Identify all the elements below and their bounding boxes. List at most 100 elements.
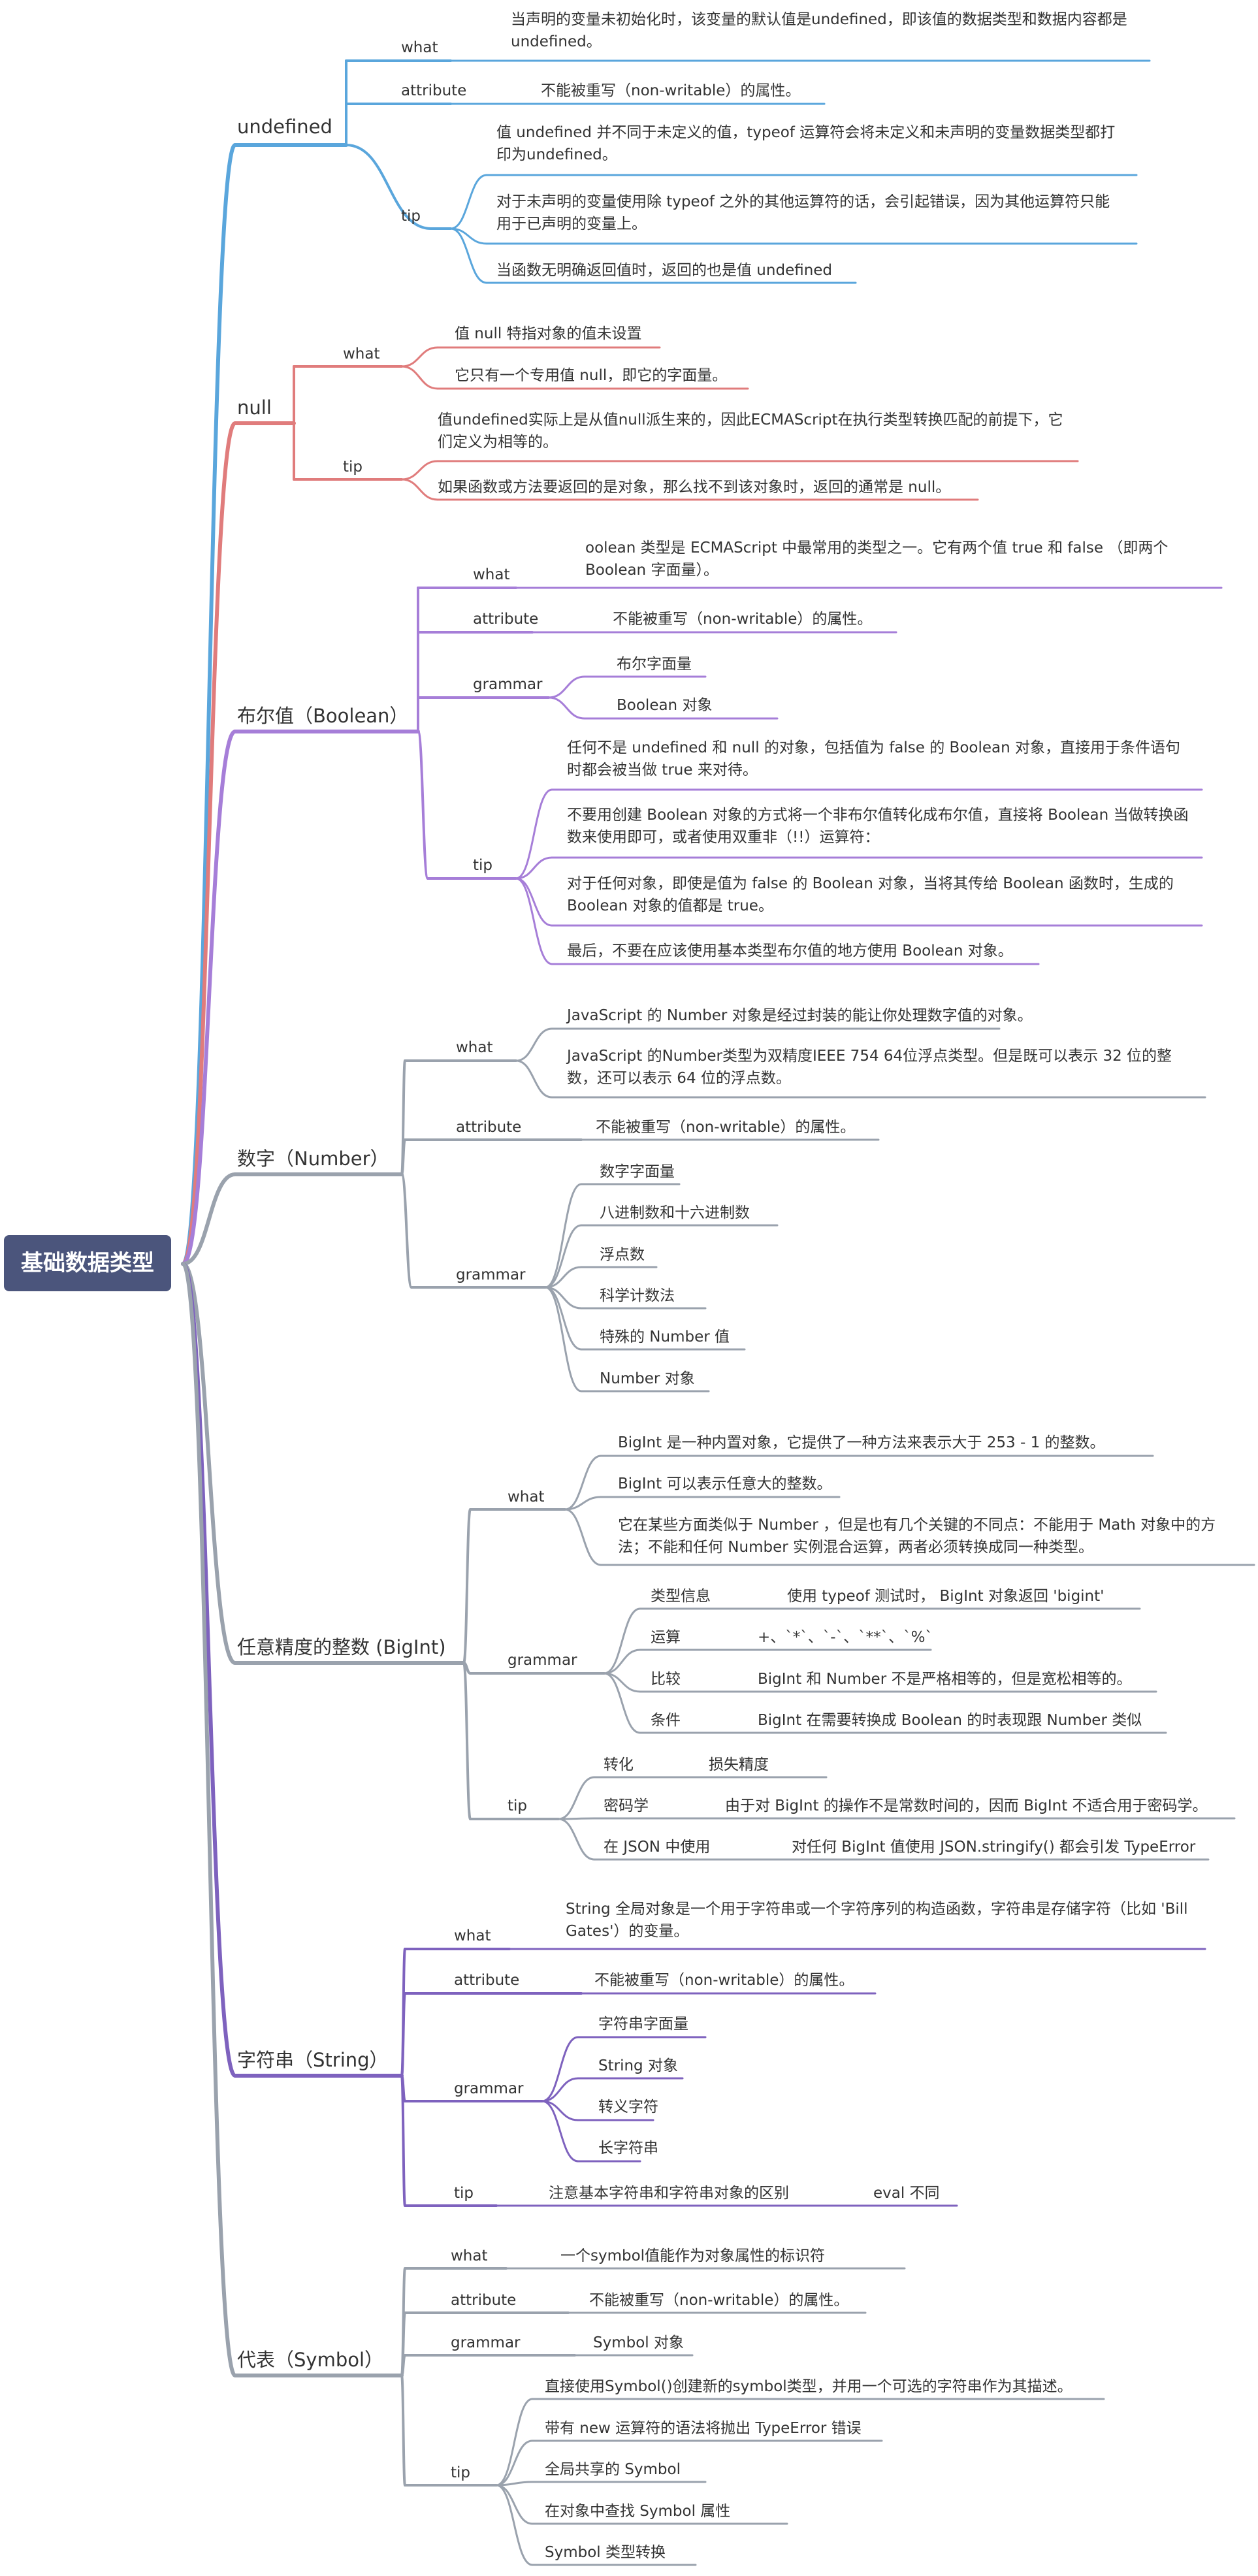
boolean-what-label[interactable]: what [473, 566, 510, 583]
string-attribute-text[interactable]: 不能被重写（non-writable）的属性。 [594, 1972, 854, 1989]
number-grammar-1[interactable]: 数字字面量 [600, 1163, 675, 1180]
bigint-tip-label[interactable]: tip [508, 1797, 528, 1814]
number-what-label[interactable]: what [456, 1039, 493, 1056]
symbol-what-text[interactable]: 一个symbol值能作为对象属性的标识符 [560, 2247, 826, 2264]
number-grammar-4[interactable]: 科学计数法 [600, 1287, 675, 1304]
bigint-grammar-label[interactable]: grammar [508, 1652, 577, 1669]
string-grammar-3[interactable]: 转义字符 [598, 2099, 658, 2116]
connector-boolean-leaf-3-1 [515, 856, 553, 880]
connector-string-leaf-2-0 [541, 2036, 579, 2102]
undefined-tip-label[interactable]: tip [401, 208, 421, 225]
bigint-what-3[interactable]: 它在某些方面类似于 Number ，但是也有几个关键的不同点：不能用于 Math… [618, 1517, 1216, 1556]
bigint-what-2[interactable]: BigInt 可以表示任意大的整数。 [618, 1475, 832, 1492]
string-tip-text[interactable]: 注意基本字符串和字符串对象的区别 [549, 2185, 789, 2202]
string-tip-label[interactable]: tip [454, 2185, 474, 2202]
symbol-tip-label[interactable]: tip [451, 2464, 471, 2481]
undefined-tip-1[interactable]: 值 undefined 并不同于未定义的值，typeof 运算符会将未定义和未声… [496, 124, 1116, 163]
number-what-2[interactable]: JavaScript 的Number类型为双精度IEEE 754 64位浮点类型… [567, 1048, 1172, 1087]
branch-boolean[interactable]: 布尔值（Boolean） [237, 705, 409, 727]
symbol-grammar-1[interactable]: Symbol 对象 [593, 2334, 684, 2351]
connector-bigint-leaf-2-2 [557, 1818, 596, 1861]
root-node[interactable]: 基础数据类型 [4, 1235, 171, 1291]
symbol-grammar-label[interactable]: grammar [451, 2334, 521, 2351]
bigint-grammar-3[interactable]: 比较 [651, 1671, 681, 1688]
undefined-attribute-label[interactable]: attribute [401, 82, 467, 99]
string-grammar-4[interactable]: 长字符串 [598, 2140, 658, 2157]
branch-string[interactable]: 字符串（String） [237, 2049, 389, 2071]
bigint-tip-1-value[interactable]: 损失精度 [709, 1756, 769, 1773]
null-what-label[interactable]: what [343, 346, 380, 362]
string-grammar-2[interactable]: String 对象 [598, 2057, 678, 2074]
boolean-grammar-label[interactable]: grammar [473, 676, 543, 693]
string-what-label[interactable]: what [454, 1927, 491, 1944]
null-what-2[interactable]: 它只有一个专用值 null，即它的字面量。 [455, 367, 728, 384]
undefined-tip-2[interactable]: 对于未声明的变量使用除 typeof 之外的其他运算符的话，会引起错误，因为其他… [496, 193, 1110, 233]
bigint-tip-3[interactable]: 在 JSON 中使用 [604, 1839, 711, 1856]
symbol-tip-4[interactable]: 在对象中查找 Symbol 属性 [545, 2503, 731, 2520]
symbol-attribute-label[interactable]: attribute [451, 2292, 517, 2309]
number-grammar-2[interactable]: 八进制数和十六进制数 [600, 1204, 750, 1221]
boolean-tip-4[interactable]: 最后，不要在应该使用基本类型布尔值的地方使用 Boolean 对象。 [567, 942, 1013, 959]
boolean-what-text[interactable]: oolean 类型是 ECMAScript 中最常用的类型之一。它有两个值 tr… [585, 539, 1169, 579]
bigint-grammar-4[interactable]: 条件 [651, 1712, 681, 1729]
boolean-tip-label[interactable]: tip [473, 857, 493, 874]
boolean-grammar-2[interactable]: Boolean 对象 [617, 697, 713, 714]
boolean-tip-2[interactable]: 不要用创建 Boolean 对象的方式将一个非布尔值转化成布尔值，直接将 Boo… [567, 807, 1189, 846]
string-attribute-label[interactable]: attribute [454, 1972, 520, 1989]
undefined-what-label[interactable]: what [401, 39, 438, 56]
bigint-tip-2-value[interactable]: 由于对 BigInt 的操作不是常数时间的，因而 BigInt 不适合用于密码学… [725, 1797, 1208, 1814]
number-what-1[interactable]: JavaScript 的 Number 对象是经过封装的能让你处理数字值的对象。 [567, 1007, 1033, 1024]
symbol-tip-3[interactable]: 全局共享的 Symbol [545, 2461, 681, 2478]
bigint-tip-1[interactable]: 转化 [604, 1756, 634, 1773]
bigint-grammar-2[interactable]: 运算 [651, 1629, 681, 1646]
boolean-attribute-text[interactable]: 不能被重写（non-writable）的属性。 [613, 611, 873, 628]
number-grammar-label[interactable]: grammar [456, 1266, 526, 1283]
branch-bigint[interactable]: 任意精度的整数 (BigInt) [237, 1636, 446, 1658]
boolean-tip-3[interactable]: 对于任何对象，即使是值为 false 的 Boolean 对象，当将其传给 Bo… [567, 875, 1174, 914]
boolean-tip-1[interactable]: 任何不是 undefined 和 null 的对象，包括值为 false 的 B… [567, 739, 1180, 779]
number-grammar-5[interactable]: 特殊的 Number 值 [600, 1328, 730, 1345]
connector-bigint-leaf-2-1 [557, 1817, 596, 1820]
boolean-attribute-label[interactable]: attribute [473, 611, 539, 628]
boolean-grammar-1[interactable]: 布尔字面量 [617, 656, 692, 673]
branch-undefined[interactable]: undefined [237, 116, 332, 138]
bigint-grammar-1[interactable]: 类型信息 [651, 1588, 711, 1605]
symbol-what-label[interactable]: what [451, 2247, 488, 2264]
connector-string-leaf-2-3 [541, 2100, 579, 2163]
connector-number-leaf-2-5 [544, 1286, 583, 1393]
undefined-tip-3[interactable]: 当函数无明确返回值时，返回的也是值 undefined [496, 262, 833, 279]
branch-number[interactable]: 数字（Number） [237, 1148, 389, 1170]
branch-null[interactable]: null [237, 396, 272, 419]
bigint-tip-3-value[interactable]: 对任何 BigInt 值使用 JSON.stringify() 都会引发 Typ… [792, 1839, 1196, 1856]
string-grammar-label[interactable]: grammar [454, 2080, 524, 2097]
symbol-tip-5[interactable]: Symbol 类型转换 [545, 2544, 666, 2561]
connector-number-leaf-2-2 [544, 1266, 583, 1289]
connector-null-leaf-1-1 [400, 478, 439, 501]
string-tip-value[interactable]: eval 不同 [873, 2185, 940, 2202]
null-tip-label[interactable]: tip [343, 459, 363, 475]
undefined-attribute-text[interactable]: 不能被重写（non-writable）的属性。 [541, 82, 801, 99]
undefined-what-text[interactable]: 当声明的变量未初始化时，该变量的默认值是undefined，即该值的数据类型和数… [511, 11, 1127, 50]
connector-boolean-leaf-2-0 [547, 675, 586, 699]
string-grammar-1[interactable]: 字符串字面量 [598, 2016, 688, 2033]
symbol-tip-2[interactable]: 带有 new 运算符的语法将抛出 TypeError 错误 [545, 2420, 862, 2437]
null-tip-2[interactable]: 如果函数或方法要返回的是对象，那么找不到该对象时，返回的通常是 null。 [438, 479, 951, 496]
connector-boolean-leaf-3-0 [515, 788, 553, 880]
number-grammar-3[interactable]: 浮点数 [600, 1246, 645, 1263]
null-what-1[interactable]: 值 null 特指对象的值未设置 [455, 325, 642, 342]
number-attribute-label[interactable]: attribute [456, 1119, 522, 1136]
bigint-grammar-2-value[interactable]: +、`*`、`-`、`**`、`%` [758, 1629, 933, 1646]
bigint-what-1[interactable]: BigInt 是一种内置对象，它提供了一种方法来表示大于 253 - 1 的整数… [618, 1434, 1105, 1451]
bigint-tip-2[interactable]: 密码学 [604, 1797, 649, 1814]
string-what-text[interactable]: String 全局对象是一个用于字符串或一个字符序列的构造函数，字符串是存储字符… [566, 1901, 1188, 1940]
branch-symbol[interactable]: 代表（Symbol） [237, 2349, 384, 2371]
bigint-grammar-4-value[interactable]: BigInt 在需要转换成 Boolean 的时表现跟 Number 类似 [758, 1712, 1142, 1729]
number-attribute-text[interactable]: 不能被重写（non-writable）的属性。 [596, 1119, 856, 1136]
bigint-grammar-1-value[interactable]: 使用 typeof 测试时， BigInt 对象返回 'bigint' [787, 1588, 1105, 1605]
symbol-attribute-text[interactable]: 不能被重写（non-writable）的属性。 [589, 2292, 849, 2309]
symbol-tip-1[interactable]: 直接使用Symbol()创建新的symbol类型，并用一个可选的字符串作为其描述… [545, 2378, 1073, 2395]
null-tip-1[interactable]: 值undefined实际上是从值null派生来的，因此ECMAScript在执行… [438, 411, 1063, 451]
number-grammar-6[interactable]: Number 对象 [600, 1370, 695, 1387]
bigint-grammar-3-value[interactable]: BigInt 和 Number 不是严格相等的，但是宽松相等的。 [758, 1671, 1132, 1688]
bigint-what-label[interactable]: what [508, 1489, 545, 1505]
